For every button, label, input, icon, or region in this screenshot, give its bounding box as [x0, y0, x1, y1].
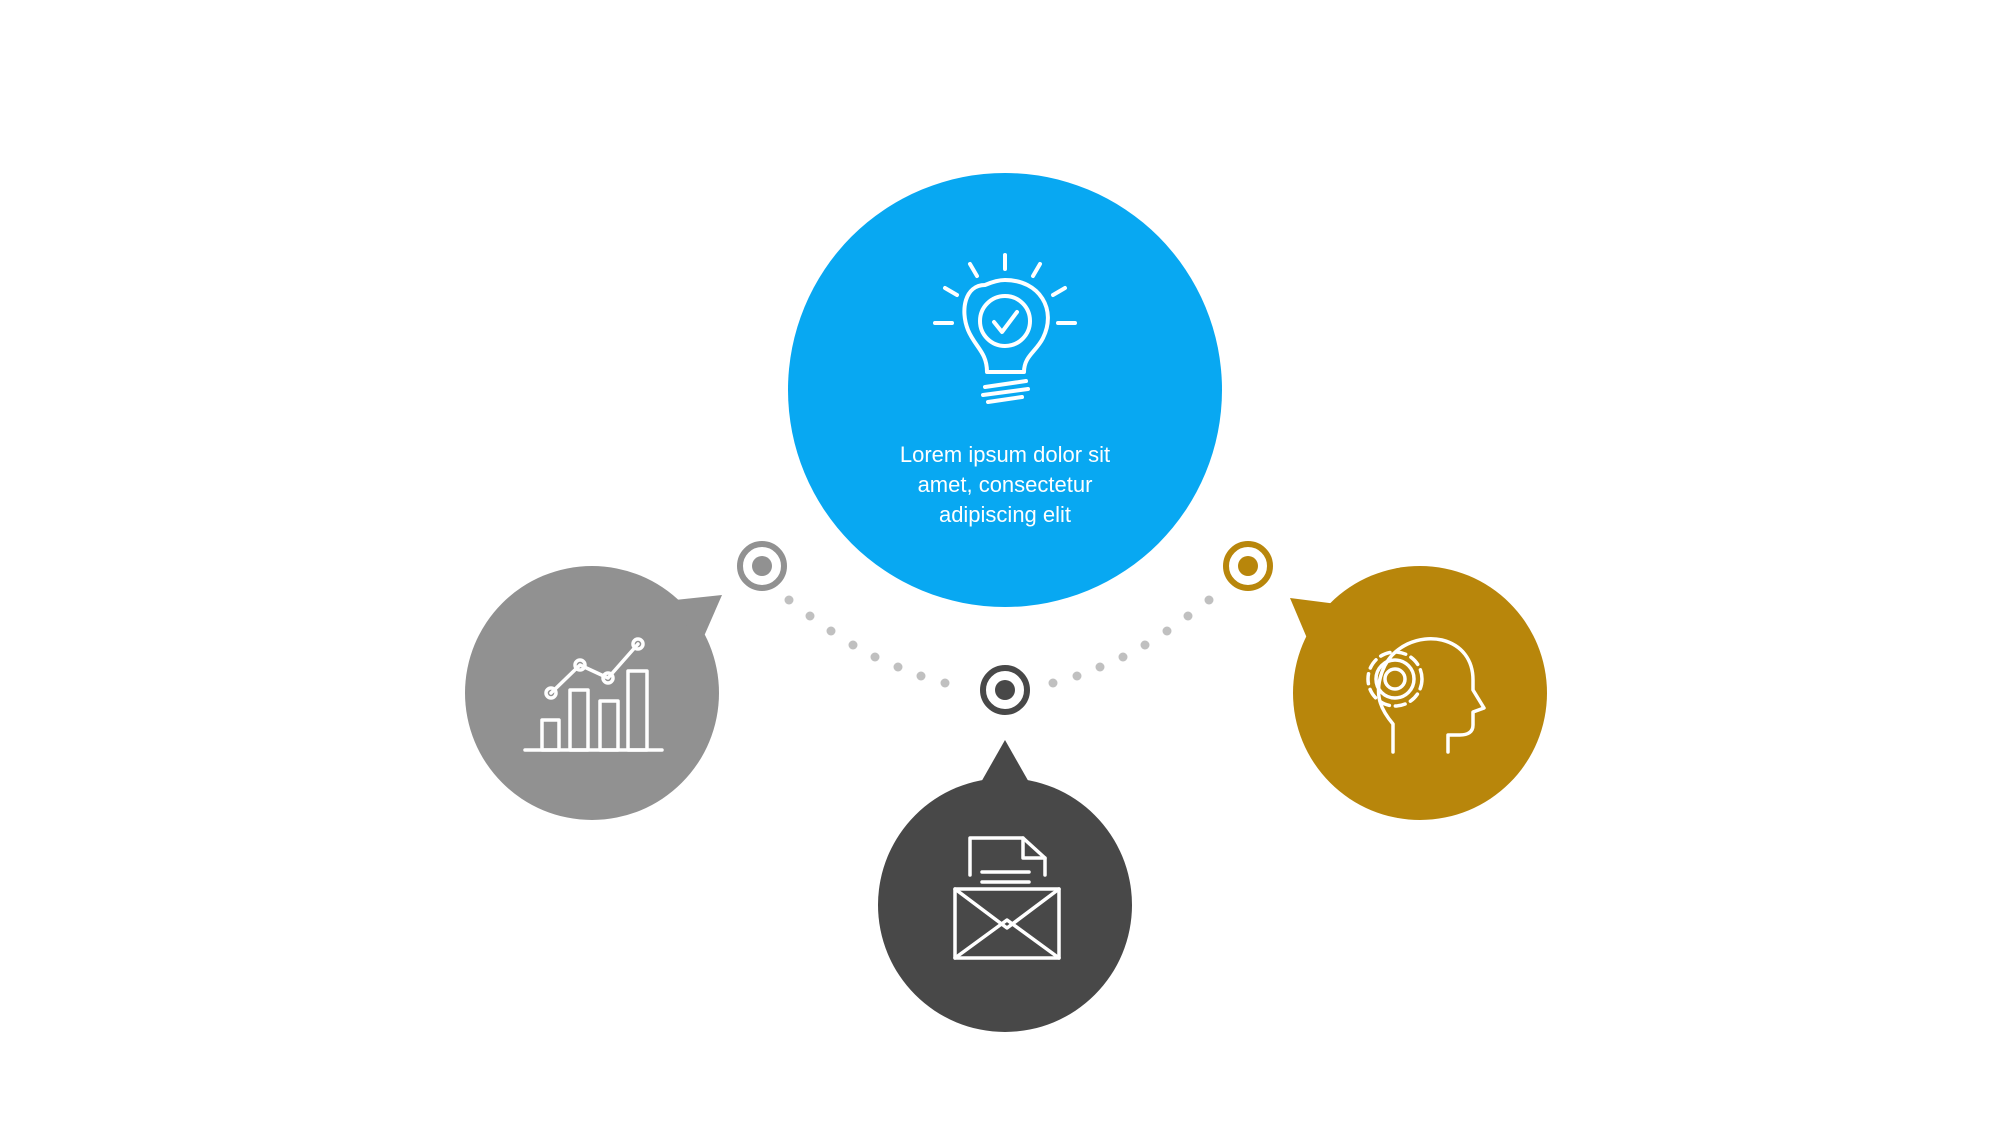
node-right-pointer — [1290, 598, 1337, 650]
envelope-document-icon — [953, 836, 1061, 960]
node-right — [1290, 566, 1547, 820]
connector-ring-right — [1223, 541, 1273, 591]
head-gear-icon — [1366, 637, 1486, 754]
bar-chart-growth-icon — [523, 637, 664, 752]
node-left-pointer — [675, 595, 722, 650]
node-bottom — [878, 740, 1132, 1032]
connector-ring-bottom — [980, 665, 1030, 715]
node-bottom-circle — [878, 778, 1132, 1032]
lightbulb-check-icon — [933, 253, 1077, 404]
node-bottom-pointer — [980, 740, 1030, 784]
node-left — [465, 566, 722, 820]
dotted-connector-arc — [784, 595, 1214, 688]
center-description: Lorem ipsum dolor sit amet, consectetur … — [899, 442, 1111, 527]
node-right-circle — [1293, 566, 1547, 820]
connector-ring-left — [737, 541, 787, 591]
center-circle — [788, 173, 1222, 607]
node-left-circle — [465, 566, 719, 820]
